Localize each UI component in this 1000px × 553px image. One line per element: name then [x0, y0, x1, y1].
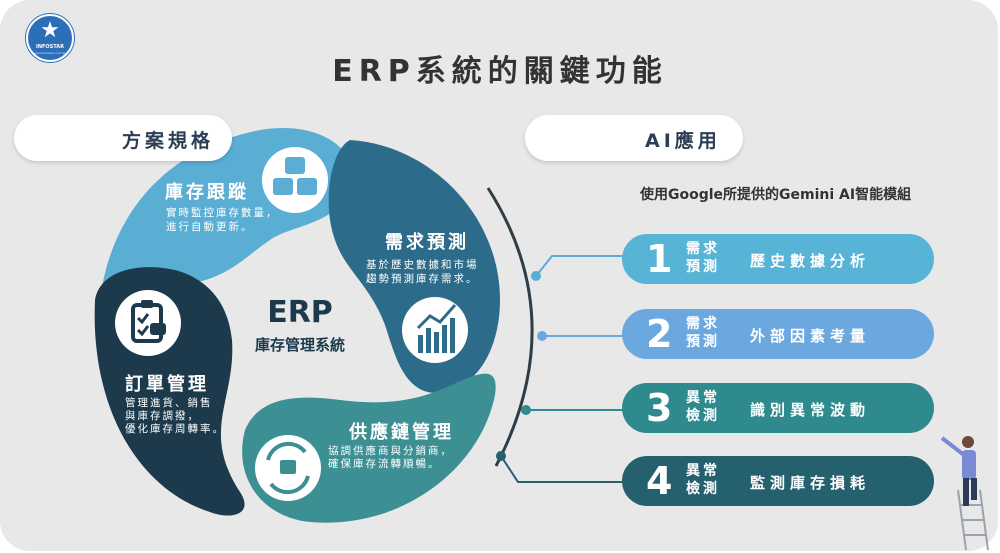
inventory-desc-1: 實時監控庫存數量， — [166, 207, 279, 219]
ai-item-category-line1: 異常 — [686, 390, 720, 406]
supply-desc-2: 確保庫存流轉順暢。 — [328, 458, 441, 470]
inventory-icon-circle — [262, 147, 328, 213]
ai-item-label: 監測庫存損耗 — [750, 474, 871, 492]
ai-item-category-line1: 需求 — [686, 241, 720, 257]
boxes-icon — [273, 157, 317, 195]
connector-dot-2 — [537, 331, 547, 341]
person-on-ladder-illustration — [940, 436, 989, 551]
ai-item-category-line2: 預測 — [686, 259, 720, 275]
orders-desc-3: 優化庫存周轉率。 — [125, 423, 225, 435]
solution-specs-pill: 方案規格 — [14, 115, 232, 161]
forecast-desc-2: 趨勢預測庫存需求。 — [366, 273, 479, 285]
ai-item-number: 3 — [646, 386, 673, 430]
inventory-title: 庫存跟蹤 — [165, 182, 249, 203]
orders-title: 訂單管理 — [125, 374, 209, 395]
ai-item-label: 外部因素考量 — [750, 327, 871, 345]
orders-icon-circle — [115, 290, 181, 356]
ai-item-category: 異常 檢測 — [686, 389, 726, 425]
forecast-icon-circle — [402, 297, 468, 363]
forecast-desc-1: 基於歷史數據和市場 — [366, 259, 479, 271]
ai-item-label: 識別異常波動 — [750, 401, 871, 419]
connector-arc — [486, 187, 534, 467]
supply-desc-1: 協調供應商與分銷商， — [328, 445, 453, 457]
ai-item-1: 1 需求 預測 歷史數據分析 — [622, 234, 934, 284]
logo-name: INFOSTAR — [35, 44, 65, 50]
ai-application-pill: AI應用 — [525, 115, 743, 161]
orders-desc-1: 管理進貨、銷售 — [125, 397, 213, 409]
connector-dot-1 — [531, 271, 541, 281]
bar-chart-icon — [416, 304, 457, 353]
ai-item-category-line2: 檢測 — [686, 481, 720, 497]
supply-title: 供應鏈管理 — [349, 422, 454, 443]
ai-item-category: 異常 檢測 — [686, 462, 726, 498]
connector-4 — [500, 455, 632, 483]
forecast-title: 需求預測 — [385, 232, 469, 253]
ai-item-category-line2: 預測 — [686, 334, 720, 350]
ai-item-category: 需求 預測 — [686, 315, 726, 351]
inventory-desc-2: 進行自動更新。 — [166, 221, 254, 233]
solution-specs-label: 方案規格 — [122, 130, 215, 152]
company-logo: ★ INFOSTAR www.infostar.com.tw — [26, 14, 74, 62]
cycle-icon — [266, 441, 310, 495]
ai-item-3: 3 異常 檢測 識別異常波動 — [622, 383, 934, 433]
ai-item-number: 1 — [646, 237, 673, 281]
ai-item-category-line2: 檢測 — [686, 408, 720, 424]
ai-item-label: 歷史數據分析 — [750, 252, 871, 270]
ai-item-category-line1: 需求 — [686, 316, 720, 332]
page-title: ERP系統的關鍵功能 — [332, 54, 668, 89]
connector-dot-4 — [496, 451, 506, 461]
star-icon: ★ — [40, 18, 60, 43]
connector-dot-3 — [521, 405, 531, 415]
ai-item-category-line1: 異常 — [686, 463, 720, 479]
ai-item-2: 2 需求 預測 外部因素考量 — [622, 309, 934, 359]
ai-item-number: 4 — [646, 459, 673, 503]
logo-subtext: www.infostar.com.tw — [34, 51, 66, 55]
ai-subtitle: 使用Google所提供的Gemini AI智能模組 — [640, 187, 912, 203]
clipboard-icon — [131, 300, 166, 343]
center-title: ERP — [267, 295, 333, 330]
orders-desc-2: 與庫存調撥， — [125, 410, 200, 422]
ai-application-label: AI應用 — [645, 130, 721, 152]
ai-item-number: 2 — [646, 312, 673, 356]
connector-1 — [535, 255, 632, 277]
center-subtitle: 庫存管理系統 — [254, 336, 345, 354]
ai-item-category: 需求 預測 — [686, 240, 726, 276]
ai-item-4: 4 異常 檢測 監測庫存損耗 — [622, 456, 934, 506]
